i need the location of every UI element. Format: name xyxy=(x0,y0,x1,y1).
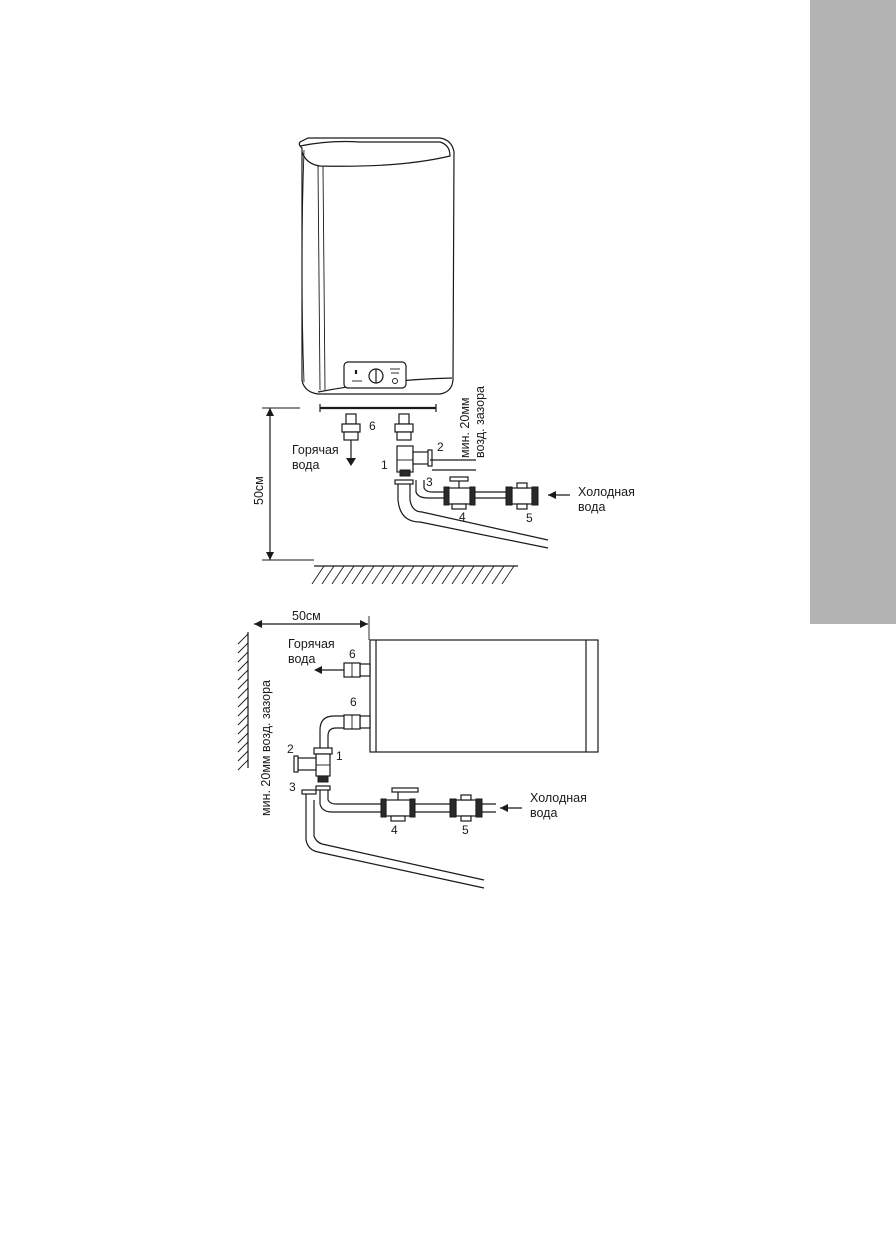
part-label-2: 2 xyxy=(437,440,444,454)
part-label-1: 1 xyxy=(381,458,388,472)
check-valve-5-h xyxy=(449,794,483,822)
part-label-4-h: 4 xyxy=(391,823,398,837)
air-gap-label-line1: мин. 20мм xyxy=(458,397,472,458)
air-gap-label-h: мин. 20мм возд. зазора xyxy=(259,680,273,816)
wall-hatch xyxy=(237,633,249,771)
cold-inlet-fitting xyxy=(394,413,433,477)
hot-outlet-fitting xyxy=(341,413,361,466)
hot-water-label-h-line2: вода xyxy=(288,652,315,666)
shutoff-valve-4-h xyxy=(380,787,419,822)
part-label-5-h: 5 xyxy=(462,823,469,837)
part-label-5: 5 xyxy=(526,511,533,525)
side-tab xyxy=(810,0,896,624)
air-gap-label-line2: возд. зазора xyxy=(473,386,487,458)
horizontal-heater: 50см Горячая вода Холодная вода мин. 20м… xyxy=(237,609,599,889)
check-valve-5 xyxy=(505,482,539,510)
hot-water-label-h-line1: Горячая xyxy=(288,637,335,651)
cold-water-label-h-line2: вода xyxy=(530,806,557,820)
part-label-3: 3 xyxy=(426,475,433,489)
shutoff-valve-4 xyxy=(443,476,476,510)
cold-inlet-fitting-h xyxy=(319,714,371,748)
part-label-6-upper-h: 6 xyxy=(349,647,356,661)
part-label-2-h: 2 xyxy=(287,742,294,756)
floor-hatch xyxy=(311,565,515,585)
part-label-6: 6 xyxy=(369,419,376,433)
part-label-1-h: 1 xyxy=(336,749,343,763)
hot-outlet-fitting-h xyxy=(314,662,371,678)
vertical-heater: Горячая вода Холодная вода мин. 20мм воз… xyxy=(252,137,635,585)
cold-water-label-line1: Холодная xyxy=(578,485,635,499)
cold-water-label-line2: вода xyxy=(578,500,605,514)
hot-water-label-line1: Горячая xyxy=(292,443,339,457)
part-label-6-lower-h: 6 xyxy=(350,695,357,709)
width-label-h: 50см xyxy=(292,609,321,623)
part-label-3-h: 3 xyxy=(289,780,296,794)
cold-water-label-h-line1: Холодная xyxy=(530,791,587,805)
hot-water-label-line2: вода xyxy=(292,458,319,472)
part-label-4: 4 xyxy=(459,510,466,524)
control-panel xyxy=(343,361,407,389)
height-label: 50см xyxy=(252,476,266,505)
